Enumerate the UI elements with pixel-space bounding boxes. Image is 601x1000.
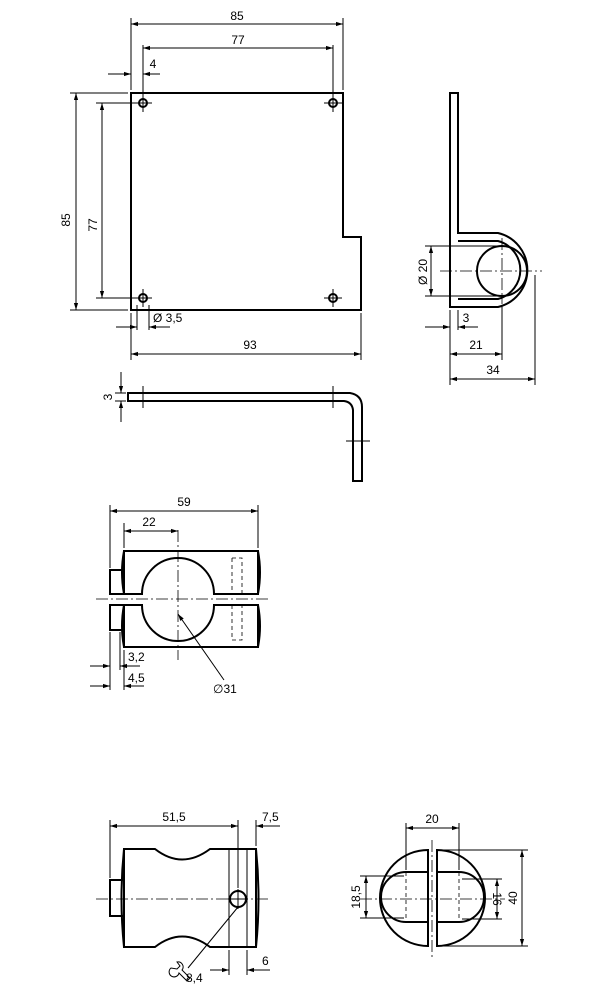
dim-plate-height-outer: 85 (59, 213, 73, 227)
bracket-outline (449, 92, 529, 308)
dim-plate-width-holes: 77 (231, 33, 245, 47)
dim-plate-total-width: 93 (243, 338, 257, 352)
dim-bracket-depth: 34 (486, 363, 500, 377)
wrench-icon (168, 961, 191, 982)
dim-bracket-thickness: 3 (463, 311, 470, 325)
dim-holder-length: 51,5 (162, 810, 186, 824)
dim-holder-screw-offset: 7,5 (262, 810, 279, 824)
dim-sheet-thickness: 3 (101, 393, 115, 400)
dim-plate-height-holes: 77 (86, 218, 100, 232)
holder-side-view: 51,5 7,5 6 8,4 (96, 810, 280, 985)
plate-outline (130, 92, 362, 311)
dim-clamp-center: 22 (142, 515, 156, 529)
mounting-hole (324, 289, 342, 307)
dim-plate-width-outer: 85 (230, 9, 244, 23)
dim-clamp-offset-a: 3,2 (128, 650, 145, 664)
dim-clamp-offset-b: 4,5 (128, 671, 145, 685)
plate-edge-view: 3 (101, 372, 370, 482)
dim-holder-inner-diameter: 16 (490, 892, 504, 906)
holder-outline (123, 848, 257, 948)
holder-end-view: 20 18,5 16 40 (349, 812, 528, 958)
clamp-upper-half (123, 550, 259, 595)
dim-holder-wrench-size: 8,4 (186, 971, 203, 985)
dim-holder-screw-width: 6 (262, 954, 269, 968)
dim-bracket-hole-diameter: Ø 20 (416, 259, 430, 285)
mounting-hole (134, 289, 152, 307)
mounting-plate-view: 85 77 4 85 77 Ø 3,5 93 (59, 9, 362, 360)
holder-left-half (379, 848, 429, 948)
clamp-view: 59 22 3,2 4,5 ∅31 (90, 495, 270, 696)
dim-bracket-hole-center: 21 (469, 338, 483, 352)
dim-holder-gap-width: 20 (425, 812, 439, 826)
bent-sheet-outline (127, 392, 363, 482)
clamp-lower-half (123, 604, 259, 648)
holder-right-half (436, 848, 486, 948)
bracket-side-view: Ø 20 3 21 34 (416, 92, 542, 385)
dim-clamp-bore: ∅31 (213, 682, 237, 696)
dim-holder-outer-height: 40 (506, 891, 520, 905)
dim-hole-diameter: Ø 3,5 (153, 311, 183, 325)
dim-clamp-width: 59 (177, 495, 191, 509)
dim-hole-offset: 4 (150, 57, 157, 71)
dim-holder-inner-height: 18,5 (349, 885, 363, 909)
